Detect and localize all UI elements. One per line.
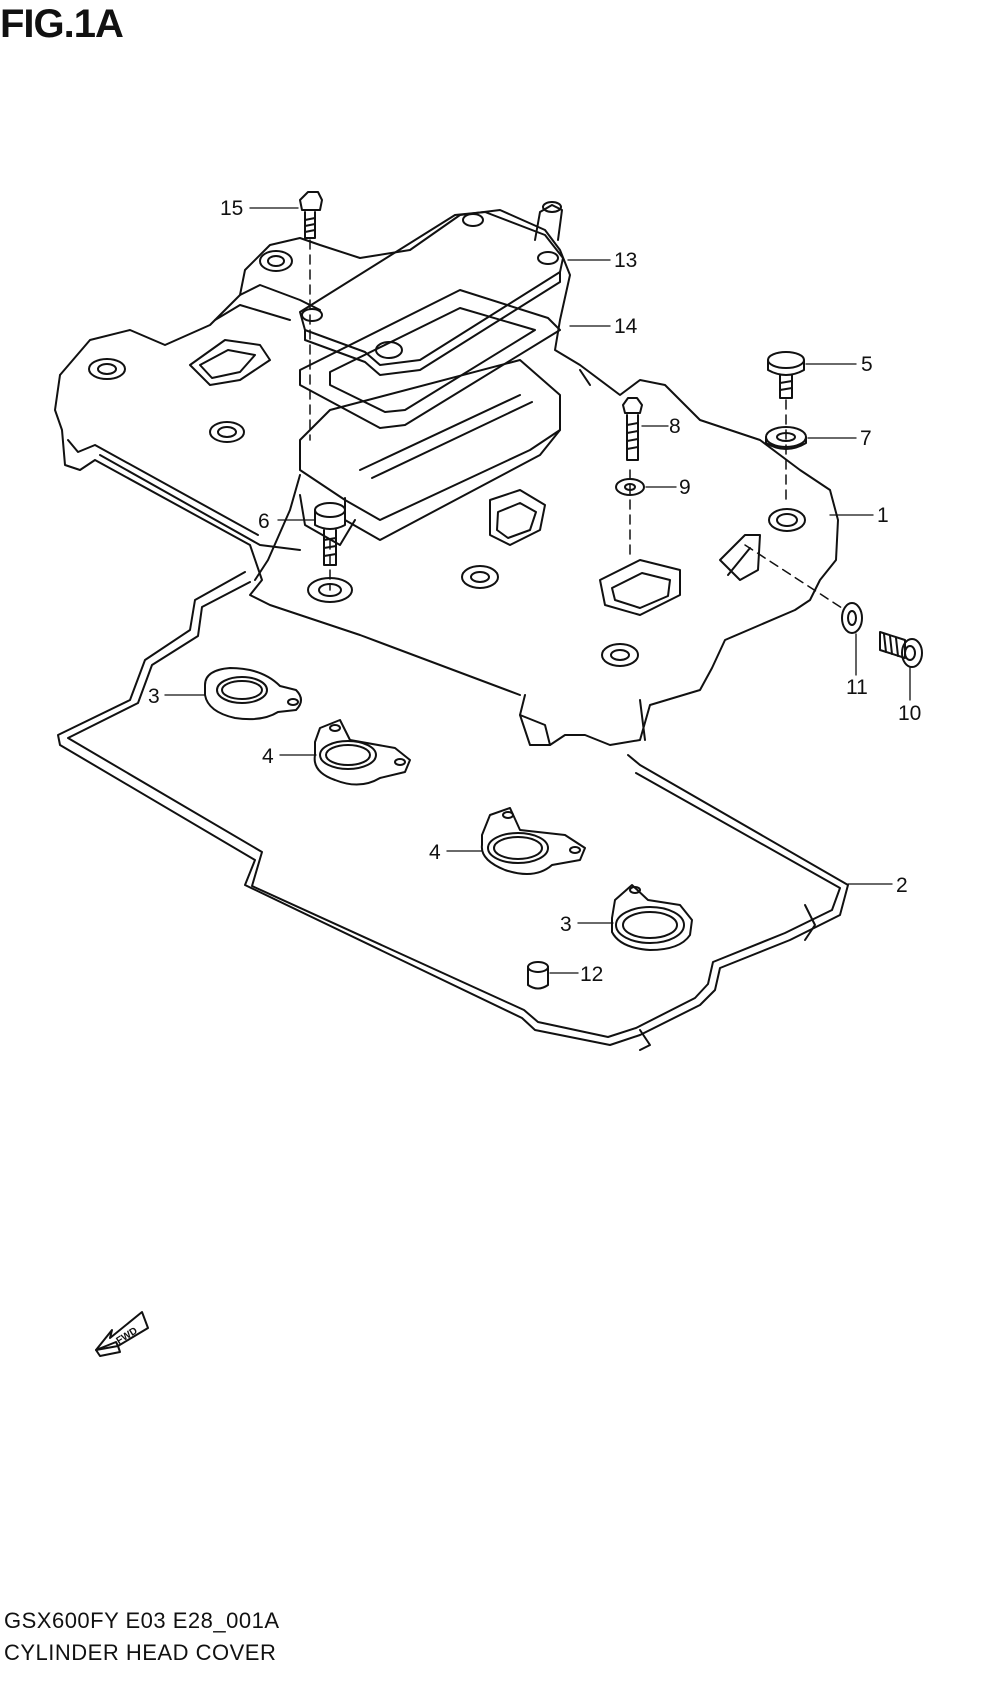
washer-7 bbox=[765, 426, 807, 450]
model-code-caption: GSX600FY E03 E28_001A bbox=[4, 1608, 280, 1633]
callout-11: 11 bbox=[846, 676, 868, 699]
washer-9 bbox=[615, 478, 645, 496]
callout-7: 7 bbox=[860, 427, 872, 450]
callout-12: 12 bbox=[580, 963, 603, 986]
callout-1: 1 bbox=[877, 504, 889, 527]
cylinder-head-cover bbox=[54, 209, 839, 746]
plug-seal-3-upper bbox=[204, 667, 302, 721]
breather-cover-gasket bbox=[299, 289, 561, 429]
callout-8: 8 bbox=[669, 415, 681, 438]
plug-seal-4-lower bbox=[480, 807, 586, 875]
plug-seal-4-upper bbox=[313, 719, 411, 786]
callout-3-lower: 3 bbox=[560, 913, 572, 936]
head-cover-gasket bbox=[57, 571, 849, 1051]
callout-2: 2 bbox=[896, 874, 908, 897]
callout-3-upper: 3 bbox=[148, 685, 160, 708]
part-name-caption: CYLINDER HEAD COVER bbox=[4, 1640, 277, 1665]
callout-14: 14 bbox=[614, 315, 638, 338]
washer-11 bbox=[841, 602, 863, 634]
callout-6: 6 bbox=[258, 510, 270, 533]
callout-9: 9 bbox=[679, 476, 691, 499]
callout-13: 13 bbox=[614, 249, 637, 272]
bolt-6 bbox=[314, 502, 346, 566]
callout-10: 10 bbox=[898, 702, 921, 725]
bolt-8 bbox=[622, 397, 643, 461]
callout-15: 15 bbox=[220, 197, 243, 220]
figure-title: FIG.1A bbox=[0, 2, 124, 46]
dowel-pin-12 bbox=[527, 961, 549, 990]
callout-5: 5 bbox=[861, 353, 873, 376]
bolt-15 bbox=[299, 191, 323, 239]
bolt-10 bbox=[879, 631, 923, 668]
callout-4-lower: 4 bbox=[429, 841, 441, 864]
callout-4-upper: 4 bbox=[262, 745, 274, 768]
forward-direction-arrow bbox=[95, 1311, 149, 1357]
breather-cover bbox=[299, 201, 564, 376]
plug-seal-3-lower bbox=[611, 884, 693, 951]
bolt-5 bbox=[767, 351, 805, 399]
